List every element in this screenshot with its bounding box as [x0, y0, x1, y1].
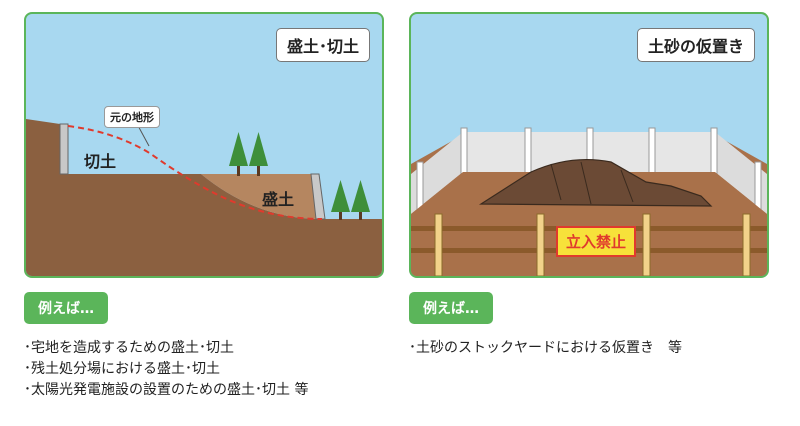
cut-and-fill-scene — [26, 119, 382, 276]
cut-label: 切土 — [84, 152, 117, 171]
no-entry-sign: 立入禁止 — [556, 226, 637, 257]
cut-and-fill-illustration: 盛土･切土 元の地形 切土 盛土 — [24, 12, 384, 278]
temporary-storage-illustration: 土砂の仮置き 立入禁止 — [409, 12, 769, 278]
panel-title: 盛土･切土 — [275, 28, 370, 62]
example-badge: 例えば… — [409, 292, 493, 324]
storage-yard-scene — [411, 127, 767, 276]
example-list: ･宅地を造成するための盛土･切土 ･残土処分場における盛土･切土 ･太陽光発電施… — [24, 338, 308, 401]
fill-label: 盛土 — [262, 190, 295, 209]
list-item: ･太陽光発電施設の設置のための盛土･切土 等 — [24, 382, 309, 398]
tree-icon — [351, 180, 370, 220]
example-list: ･土砂のストックヤードにおける仮置き 等 — [409, 338, 682, 359]
tree-icon — [229, 132, 248, 176]
example-badge: 例えば… — [24, 292, 108, 324]
tree-icon — [249, 132, 268, 176]
list-item: ･残土処分場における盛土･切土 — [24, 361, 220, 377]
list-item: ･宅地を造成するための盛土･切土 — [24, 340, 234, 356]
panel-title: 土砂の仮置き — [636, 28, 755, 62]
original-terrain-callout: 元の地形 — [104, 106, 160, 128]
tree-icon — [331, 180, 350, 220]
list-item: ･土砂のストックヤードにおける仮置き 等 — [409, 340, 682, 356]
